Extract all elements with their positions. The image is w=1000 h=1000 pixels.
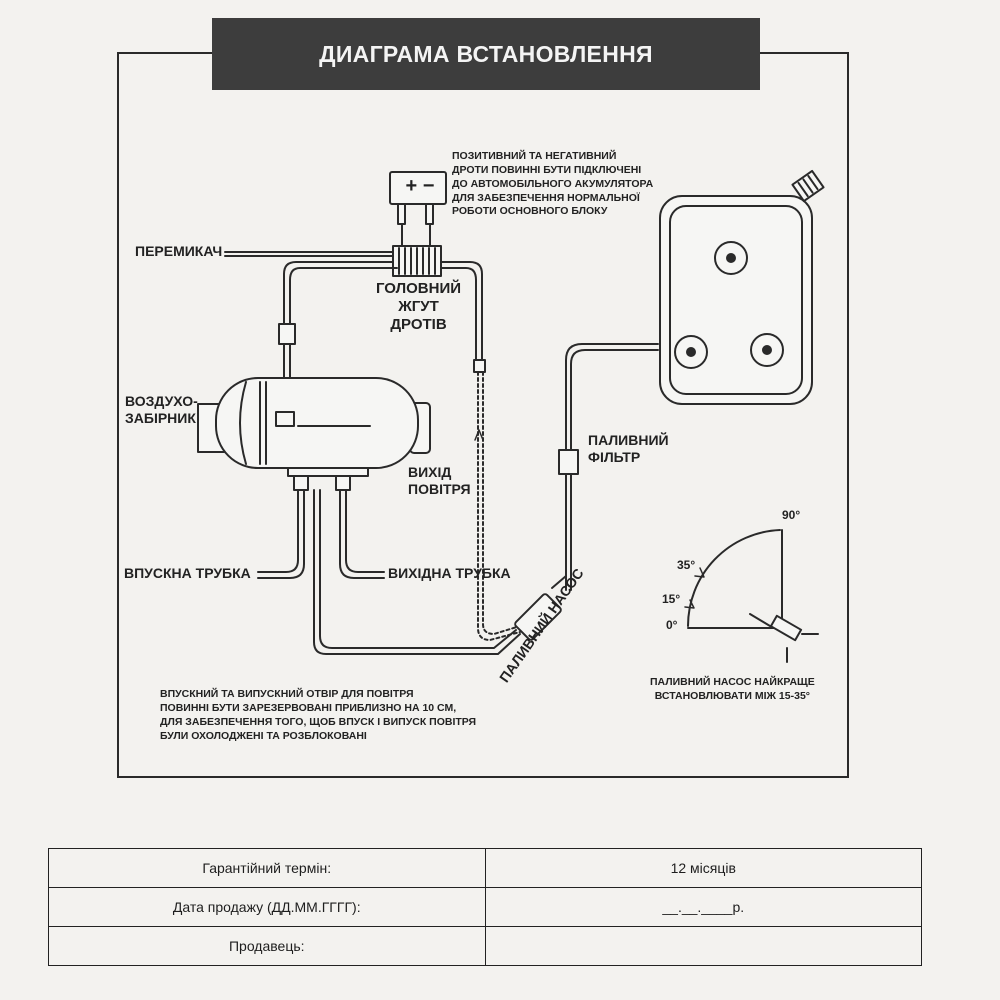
main-harness-label: ГОЛОВНИЙ ЖГУТ ДРОТІВ [376,280,462,333]
intake-pipe-label: ВПУСКНА ТРУБКА [124,565,251,581]
table-row: Продавець: [48,926,922,966]
fuel-filter-icon [558,449,579,475]
angle-35-label: 35° [677,558,696,572]
seller-value [484,926,922,966]
pump-angle-note: ПАЛИВНИЙ НАСОС НАЙКРАЩЕ ВСТАНОВЛЮВАТИ МІ… [650,676,815,702]
angle-90-label: 90° [782,508,801,522]
fuel-tank-icon [659,169,825,405]
exhaust-pipe-label: ВИХІДНА ТРУБКА [388,565,511,581]
battery-note: ПОЗИТИВНИЙ ТА НЕГАТИВНИЙ ДРОТИ ПОВИННІ Б… [452,150,654,218]
fuel-pump-icon [514,575,567,641]
air-outlet-label: ВИХІД ПОВІТРЯ [408,464,471,497]
sale-date-value: __.__.____р. [484,887,922,927]
air-intake-label: ВОЗДУХО- ЗАБІРНИК [125,393,198,426]
sale-date-key: Дата продажу (ДД.ММ.ГГГГ): [48,887,486,927]
warranty-table: Гарантійний термін: 12 місяців Дата прод… [48,848,922,966]
pump-angle-icon [684,529,819,663]
fuel-filter-label: ПАЛИВНИЙ ФІЛЬТР [588,432,669,465]
diagram-title: ДИАГРАМА ВСТАНОВЛЕННЯ [212,18,760,90]
harness-connector-icon [392,245,442,277]
battery-symbol: + − [405,175,435,197]
warranty-term-key: Гарантійний термін: [48,848,486,888]
wire-connector-icon [278,323,296,345]
table-row: Гарантійний термін: 12 місяців [48,848,922,888]
angle-0-label: 0° [666,618,678,632]
seller-key: Продавець: [48,926,486,966]
table-row: Дата продажу (ДД.ММ.ГГГГ): __.__.____р. [48,887,922,927]
air-holes-note: ВПУСКНИЙ ТА ВИПУСКНИЙ ОТВІР ДЛЯ ПОВІТРЯ … [160,688,477,742]
switch-label: ПЕРЕМИКАЧ [135,243,223,259]
angle-15-label: 15° [662,592,681,606]
heater-unit-icon [197,377,431,491]
warranty-term-value: 12 місяців [484,848,922,888]
